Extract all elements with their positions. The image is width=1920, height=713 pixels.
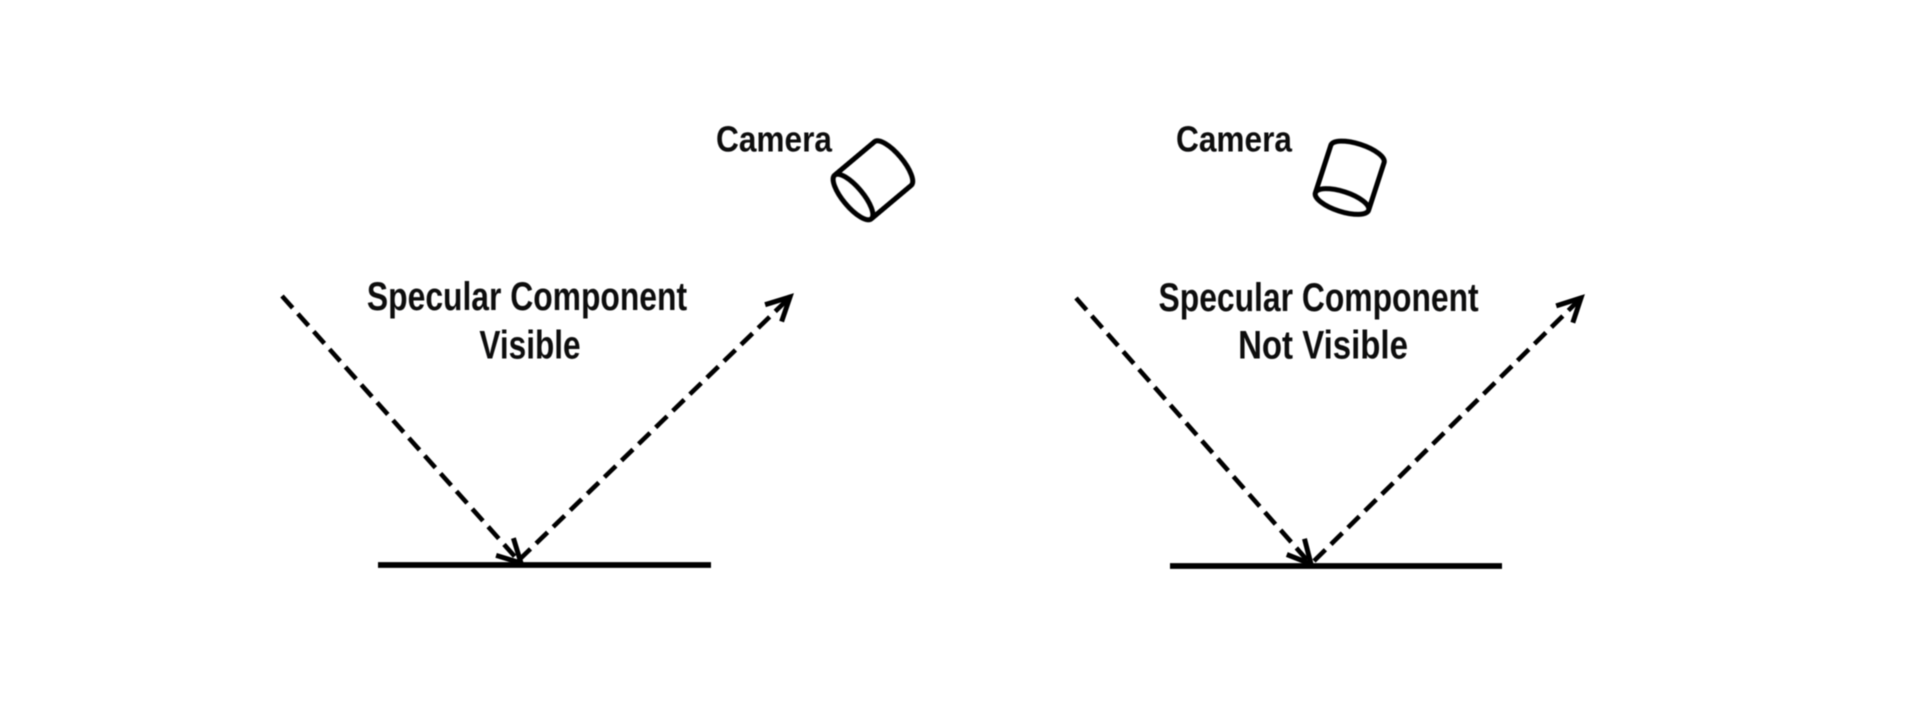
svg-text:Camera: Camera [716,120,833,161]
svg-text:Visible: Visible [479,322,580,367]
svg-text:Not Visible: Not Visible [1238,323,1408,368]
svg-text:Camera: Camera [1176,120,1293,161]
svg-text:Specular Component: Specular Component [367,273,687,318]
svg-text:Specular Component: Specular Component [1159,274,1479,319]
